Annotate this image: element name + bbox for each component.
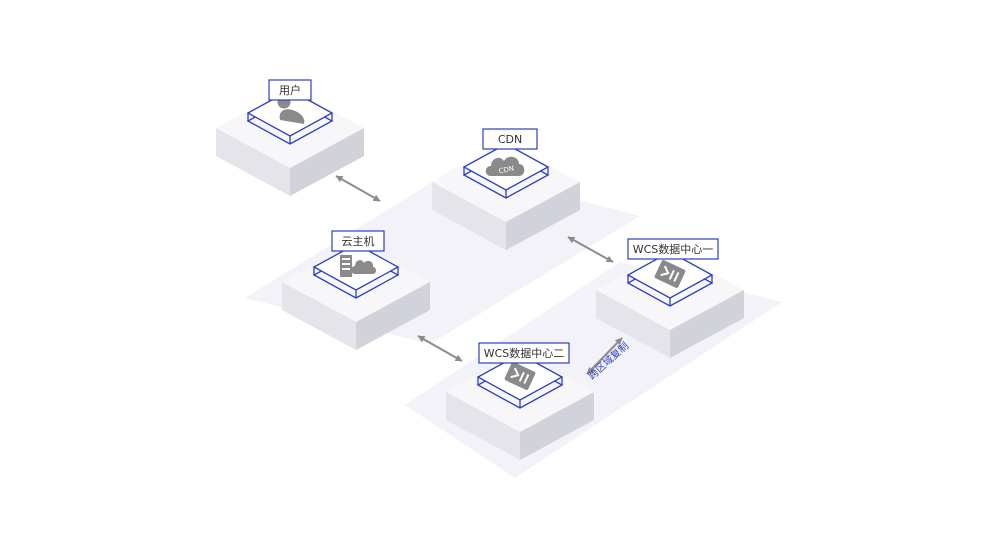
label-box: WCS数据中心一 [627,238,719,260]
label-box: CDN [482,128,538,150]
node-dc1: WCS数据中心一 [596,238,744,358]
arrow-user-host [335,175,381,202]
block-right-face [356,282,430,350]
node-dc2: WCS数据中心二 [446,342,594,460]
node-cdn: CDN CDN [432,128,580,250]
arrow-cdn-dc1 [567,236,614,263]
node-host: 云主机 [282,230,430,350]
label-box: 用户 [268,79,312,101]
label-box: WCS数据中心二 [478,342,570,364]
label-box: 云主机 [331,230,385,252]
cloud-icon-text: CDN [498,164,515,175]
node-label: CDN [498,133,522,146]
arrow-dc1-dc2-replication [586,337,623,375]
block-left-face [446,392,520,460]
cloud-icon: CDN [485,156,525,176]
block-right-face [290,128,364,196]
node-label: WCS数据中心二 [484,346,565,360]
block-right-face [670,290,744,358]
arrow-host-dc2 [417,335,463,362]
block-right-face [506,182,580,250]
block-left-face [432,182,506,250]
node-user: 用户 [216,79,364,196]
block-right-face [520,392,594,460]
node-label: 用户 [279,83,301,97]
storage-icon [504,362,536,390]
server-cloud-icon [340,255,376,277]
block-left-face [596,290,670,358]
block-left-face [216,128,290,196]
node-label: WCS数据中心一 [633,242,714,256]
block-left-face [282,282,356,350]
node-label: 云主机 [342,234,375,248]
storage-icon [654,260,686,288]
